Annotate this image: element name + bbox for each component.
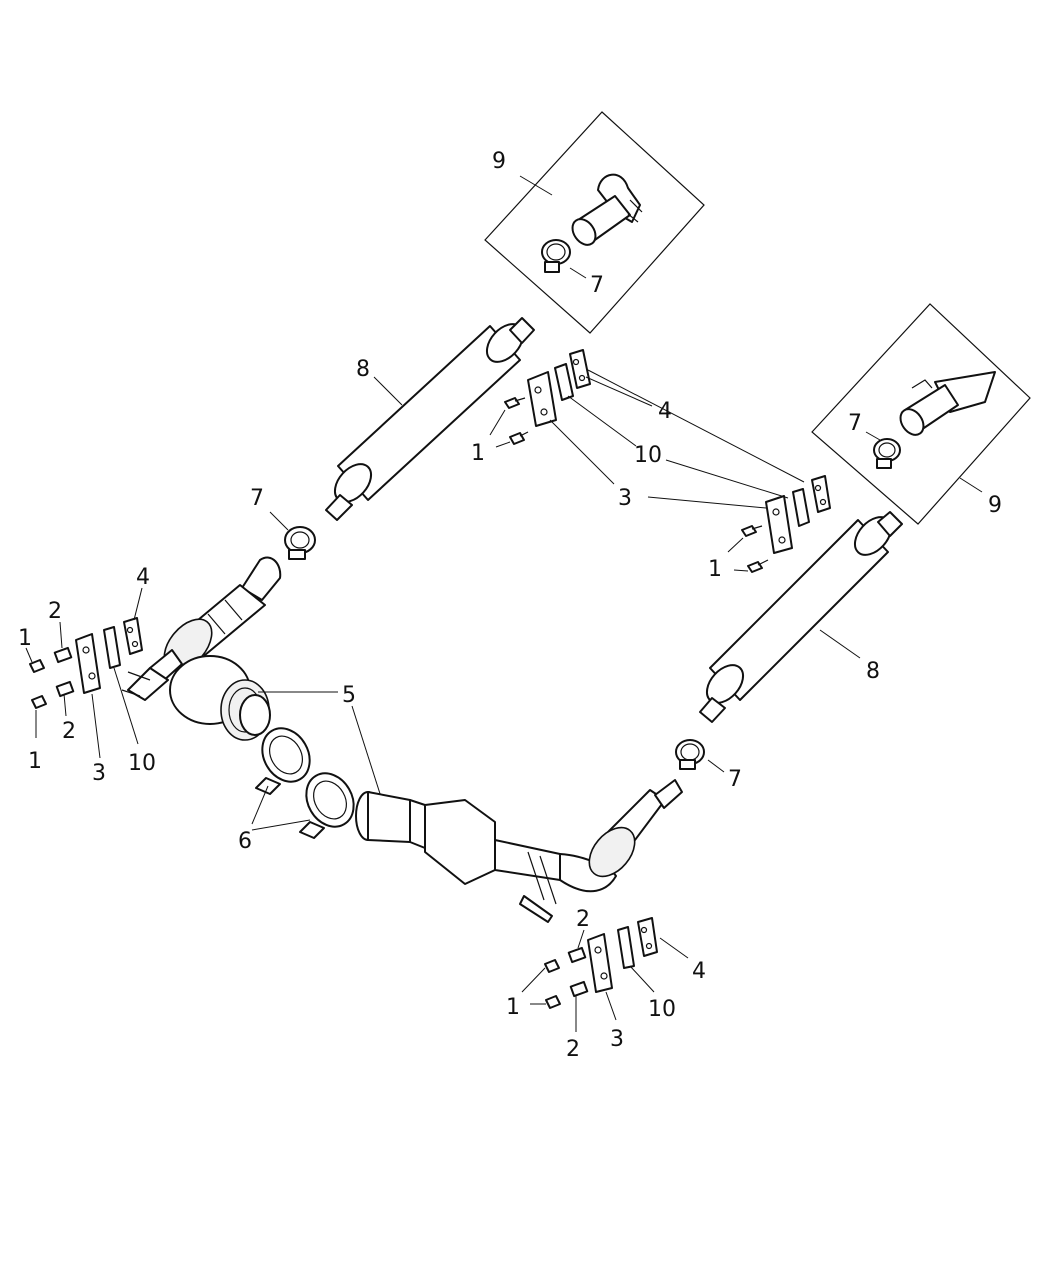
bracket-hanger-upper — [527, 349, 591, 427]
callout-2-bottom-top: 2 — [576, 907, 590, 932]
callout-2-bottom-bottom: 2 — [566, 1037, 580, 1062]
band-clamp-right-inset — [873, 438, 901, 469]
bolts-upper — [504, 397, 529, 445]
v-band-clamp-lower — [299, 772, 355, 839]
band-clamp-top — [541, 239, 571, 273]
callout-2-left-bottom: 2 — [62, 719, 76, 744]
band-clamp-lower — [675, 739, 705, 770]
callout-7-mid: 7 — [250, 486, 264, 511]
callout-8-lower: 8 — [866, 659, 880, 684]
bolts-bottom — [544, 946, 589, 1009]
callout-7-right-inset: 7 — [848, 411, 862, 436]
callout-7-top: 7 — [590, 273, 604, 298]
callout-9-top: 9 — [492, 149, 506, 174]
callout-1-left-bottom: 1 — [28, 749, 42, 774]
callout-3-left: 3 — [92, 761, 106, 786]
callout-1-left-top: 1 — [18, 626, 32, 651]
tailpipe-tip-right — [899, 371, 996, 436]
bracket-hanger-right — [765, 475, 831, 554]
inset-box-right — [811, 303, 1031, 525]
callout-2-left-top: 2 — [48, 599, 62, 624]
catalytic-converter-right — [588, 779, 683, 878]
callout-8-upper: 8 — [356, 357, 370, 382]
callout-9-right: 9 — [988, 493, 1002, 518]
bolts-left — [29, 646, 75, 709]
muffler-upper — [325, 317, 535, 521]
callout-3-bottom: 3 — [610, 1027, 624, 1052]
callout-6: 6 — [238, 829, 252, 854]
callout-5: 5 — [342, 683, 356, 708]
callout-1-right: 1 — [708, 557, 722, 582]
callout-7-lower: 7 — [728, 767, 742, 792]
callout-4-left: 4 — [136, 565, 150, 590]
catalytic-converter-main — [355, 791, 617, 923]
tailpipe-tip-top — [571, 173, 643, 246]
callout-4-bottom: 4 — [692, 959, 706, 984]
callout-1-bottom: 1 — [506, 995, 520, 1020]
v-band-clamp-upper — [255, 727, 311, 795]
band-clamp-mid — [284, 526, 316, 560]
callout-10-left: 10 — [128, 751, 156, 776]
callout-4-upper: 4 — [658, 399, 672, 424]
muffler-lower — [699, 511, 903, 723]
callout-1-upper: 1 — [471, 441, 485, 466]
bracket-hanger-bottom — [587, 917, 658, 993]
flex-pipe-left — [121, 655, 271, 741]
callout-10-upper: 10 — [634, 443, 662, 468]
bracket-hanger-left — [75, 617, 143, 694]
inset-box-top — [484, 111, 705, 334]
callout-10-bottom: 10 — [648, 997, 676, 1022]
bolts-right — [741, 525, 769, 573]
callout-3-upper: 3 — [618, 486, 632, 511]
